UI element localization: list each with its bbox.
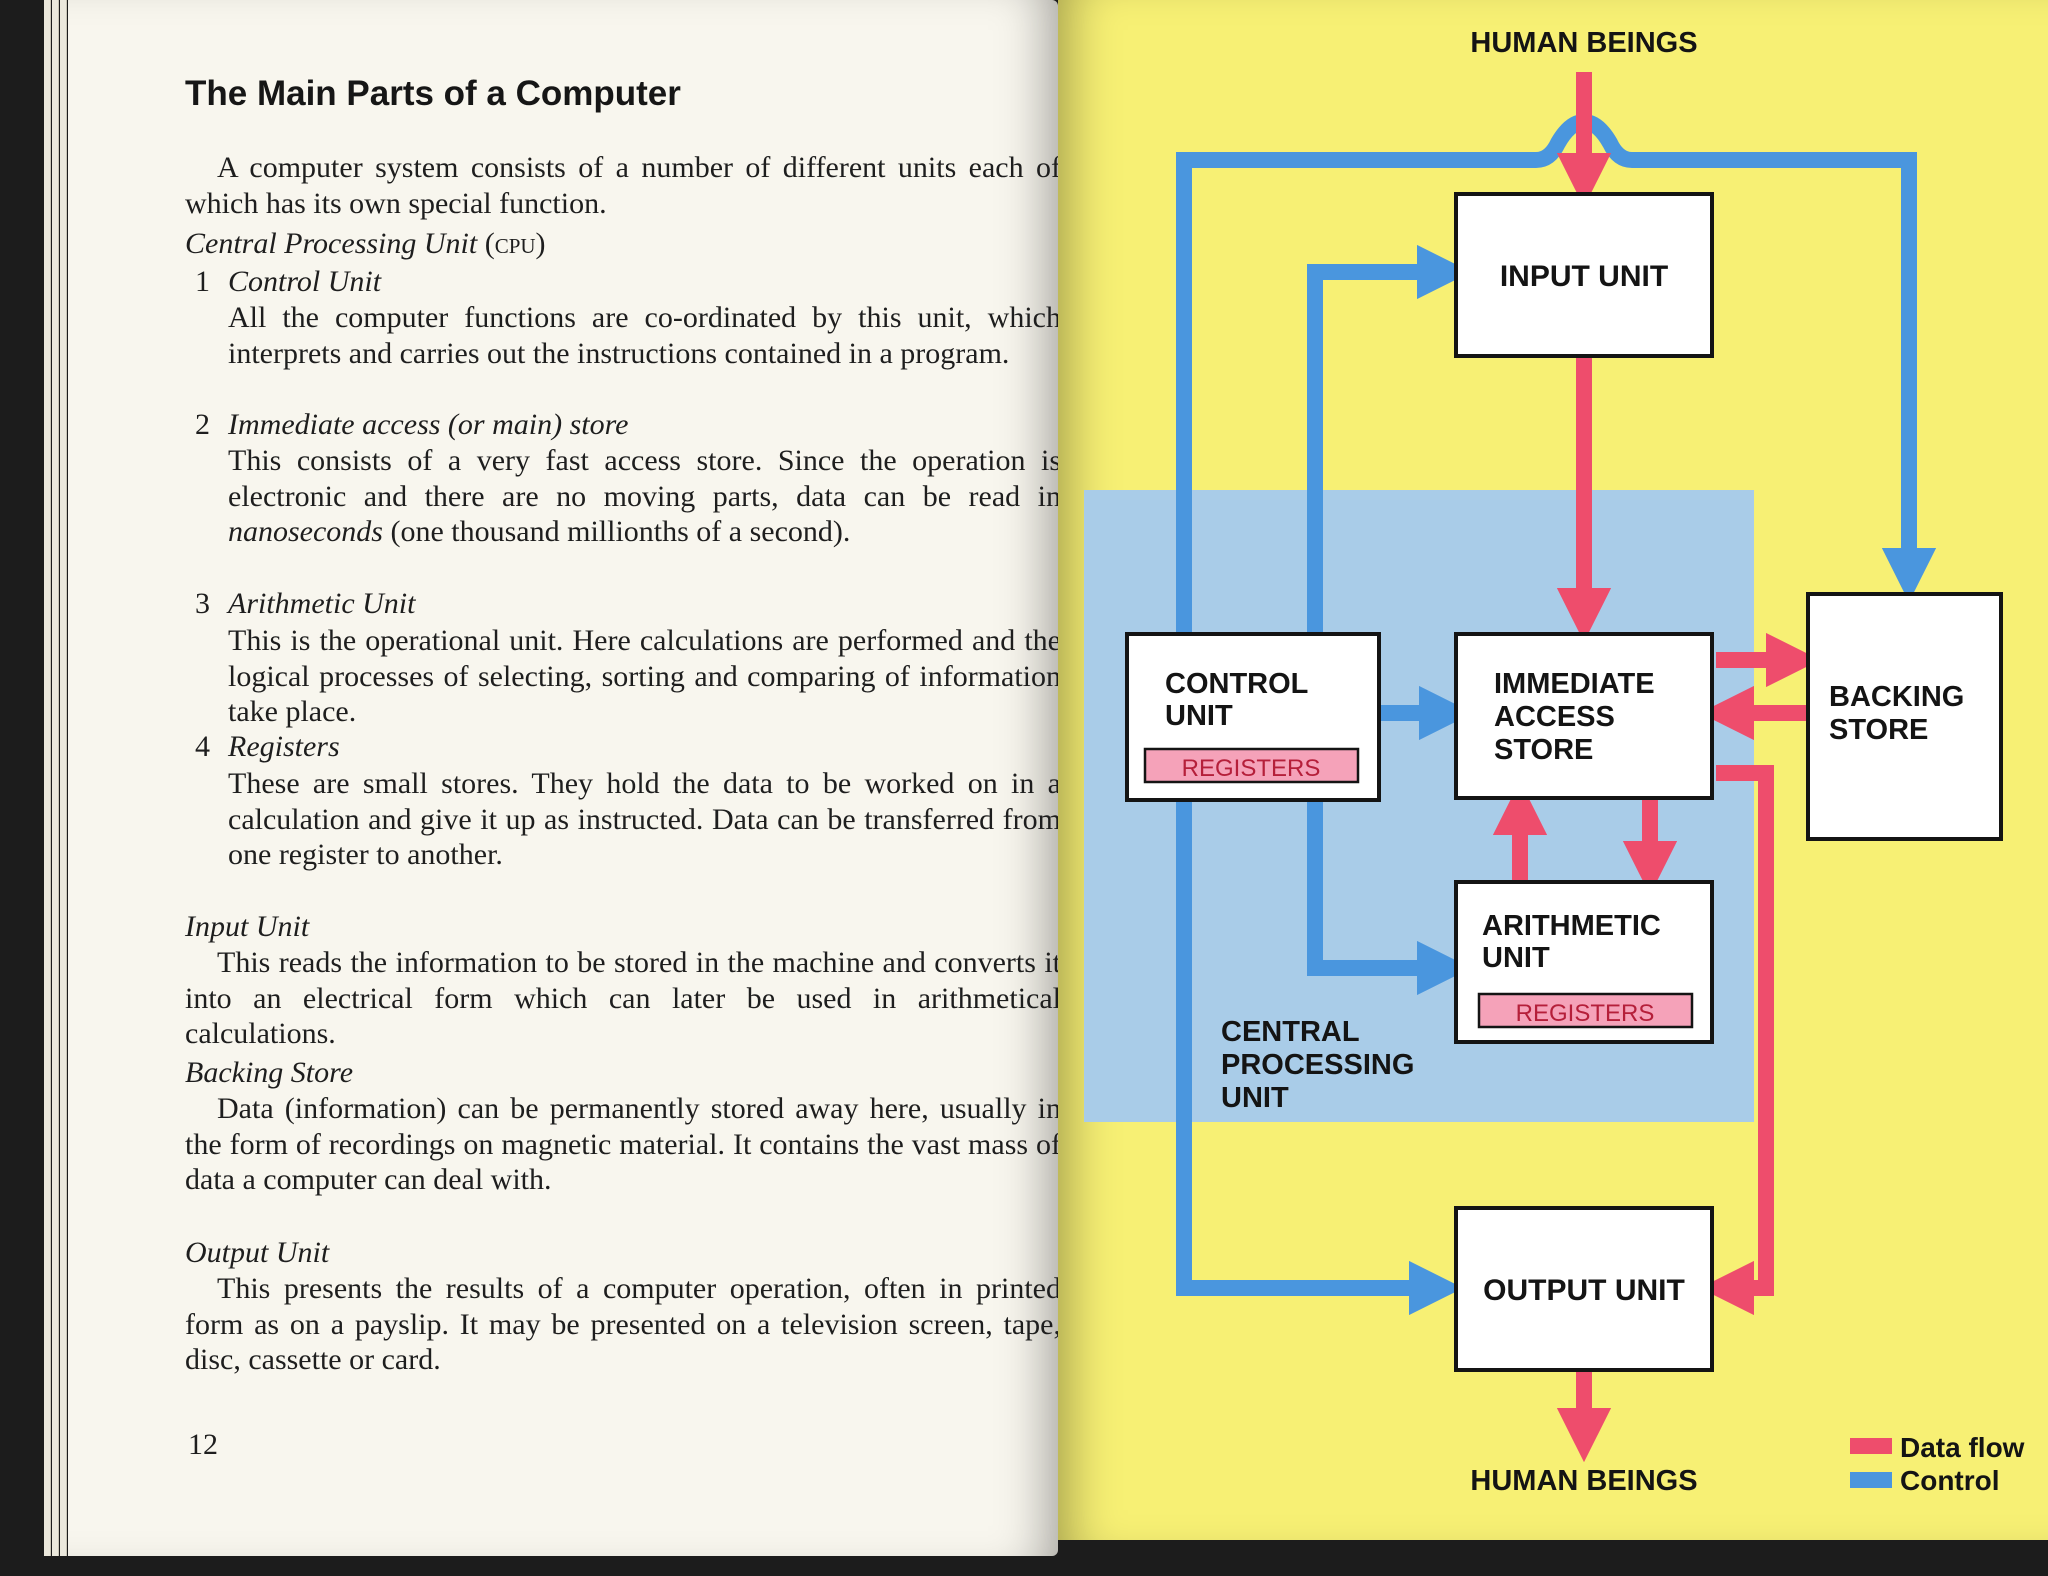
cpu-subheading: Central Processing Unit (cpu) [185,227,546,261]
nanoseconds-term: nanoseconds [228,515,383,549]
arithmetic-registers-box [1477,992,1694,1029]
legend-label-data-flow: Data flow [1900,1432,2025,1463]
arithmetic-registers-label: REGISTERS [1516,1000,1655,1027]
item-number: 4 [195,730,210,763]
legend: Data flow Control [1850,1432,2025,1496]
control-line-to-output [1176,635,1464,1316]
legend-swatch-control [1850,1472,1892,1488]
output-unit-subheading: Output Unit [185,1236,330,1269]
control-unit-label-line2: UNIT [1165,700,1233,732]
right-page: HUMAN BEINGS HUMAN BEINGS INPUT UNIT CON… [1058,0,2048,1540]
cpu-subheading-title: Central Processing Unit [185,227,478,260]
backing-store-text: Data (information) can be permanently st… [185,1092,1061,1197]
backing-store-subheading: Backing Store [185,1056,354,1089]
cpu-label-line3: UNIT [1221,1082,1289,1114]
page-heading: The Main Parts of a Computer [185,74,681,113]
arithmetic-unit-label-line2: UNIT [1482,942,1550,974]
input-unit-label: INPUT UNIT [1500,260,1668,293]
top-human-beings-label: HUMAN BEINGS [1470,27,1697,59]
registers-subheading: Registers [228,730,340,763]
page-edge [52,0,59,1556]
legend-swatch-data-flow [1850,1438,1892,1454]
bottom-human-beings-label: HUMAN BEINGS [1470,1465,1697,1497]
output-unit-box [1454,1206,1714,1372]
data-flow-lines [1492,72,1821,1463]
cpu-label-line1: CENTRAL [1221,1016,1360,1048]
arithmetic-unit-label-line1: ARITHMETIC [1482,910,1661,942]
page-edge [44,0,51,1556]
page-edge [60,0,67,1556]
control-line-to-input [1307,244,1472,635]
input-unit-box [1454,192,1714,358]
store-label-line3: STORE [1494,734,1593,766]
control-registers-box [1143,747,1360,784]
control-unit-label-line1: CONTROL [1165,668,1308,700]
immediate-access-text-end: (one thousand millionths of a second). [382,515,851,549]
input-unit-subheading: Input Unit [185,910,310,943]
item-number: 3 [195,587,210,620]
immediate-access-store-subheading: Immediate access (or main) store [228,408,629,441]
data-line-store-to-output [1699,765,1774,1316]
control-registers-label: REGISTERS [1182,755,1321,782]
backing-store-label-line2: STORE [1829,714,1928,746]
item-number: 1 [195,265,210,298]
store-label-line1: IMMEDIATE [1494,668,1655,700]
left-page: The Main Parts of a Computer A computer … [68,0,1061,1556]
intro-paragraph: A computer system consists of a number o… [185,151,1061,220]
cpu-abbreviation: (cpu) [484,227,546,260]
input-unit-text: This reads the information to be stored … [185,946,1061,1051]
output-unit-label: OUTPUT UNIT [1483,1274,1685,1307]
immediate-access-text-start: This consists of a very fast access stor… [228,444,1061,513]
store-label-line2: ACCESS [1494,701,1615,733]
page-number: 12 [188,1428,218,1461]
registers-text: These are small stores. They hold the da… [228,767,1061,872]
arithmetic-unit-text: This is the operational unit. Here calcu… [228,624,1061,729]
immediate-access-store-text: This consists of a very fast access stor… [228,443,1061,550]
cpu-label-line2: PROCESSING [1221,1049,1414,1081]
arithmetic-unit-subheading: Arithmetic Unit [228,587,416,620]
item-number: 2 [195,408,210,441]
legend-label-control: Control [1900,1465,2000,1496]
control-unit-text: All the computer functions are co-ordina… [228,301,1061,370]
output-unit-text: This presents the results of a computer … [185,1272,1061,1377]
backing-store-label-line1: BACKING [1829,681,1964,713]
computer-parts-diagram: HUMAN BEINGS HUMAN BEINGS INPUT UNIT CON… [1084,27,2025,1497]
control-line-to-arithmetic [1307,800,1472,996]
backing-store-box [1806,592,2003,841]
immediate-access-store-box [1454,632,1714,800]
control-unit-subheading: Control Unit [228,265,382,298]
